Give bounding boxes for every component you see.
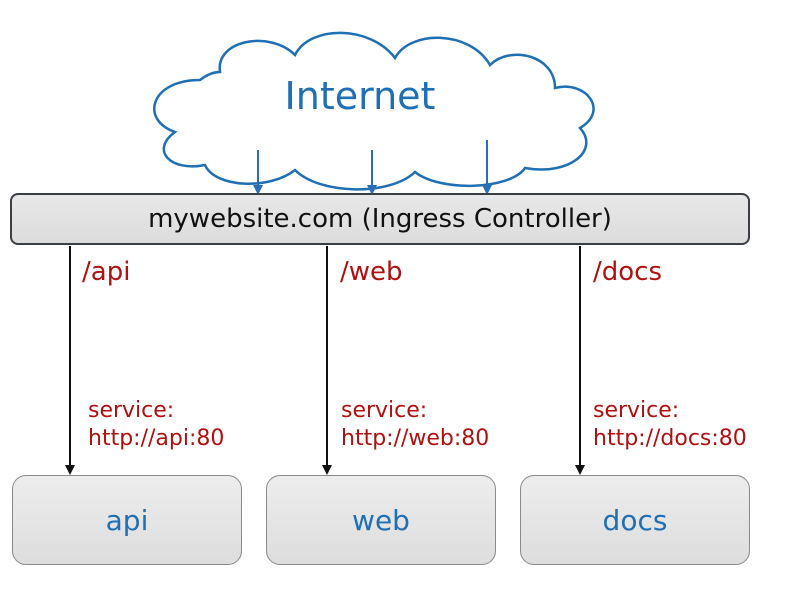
route-service-heading-api: service:: [88, 398, 175, 423]
internet-label: Internet: [284, 74, 436, 118]
backend-box-docs: docs: [520, 475, 750, 565]
route-service-api: service: http://api:80: [88, 397, 224, 453]
route-path-api: /api: [82, 257, 131, 287]
route-service-heading-docs: service:: [593, 398, 680, 423]
ingress-controller-box: mywebsite.com (Ingress Controller): [10, 193, 750, 245]
backend-label-docs: docs: [602, 503, 668, 537]
route-service-web: service: http://web:80: [341, 397, 489, 453]
route-path-web: /web: [340, 257, 403, 287]
route-service-heading-web: service:: [341, 398, 428, 423]
route-service-url-api: http://api:80: [88, 426, 225, 451]
route-service-url-docs: http://docs:80: [593, 426, 747, 451]
route-service-url-web: http://web:80: [341, 426, 490, 451]
backend-label-web: web: [352, 503, 410, 537]
ingress-controller-label: mywebsite.com (Ingress Controller): [148, 204, 612, 234]
backend-box-web: web: [266, 475, 496, 565]
backend-label-api: api: [105, 503, 149, 537]
route-path-docs: /docs: [593, 257, 663, 287]
route-service-docs: service: http://docs:80: [593, 397, 747, 453]
internet-cloud-shape: [153, 31, 595, 191]
backend-box-api: api: [12, 475, 242, 565]
